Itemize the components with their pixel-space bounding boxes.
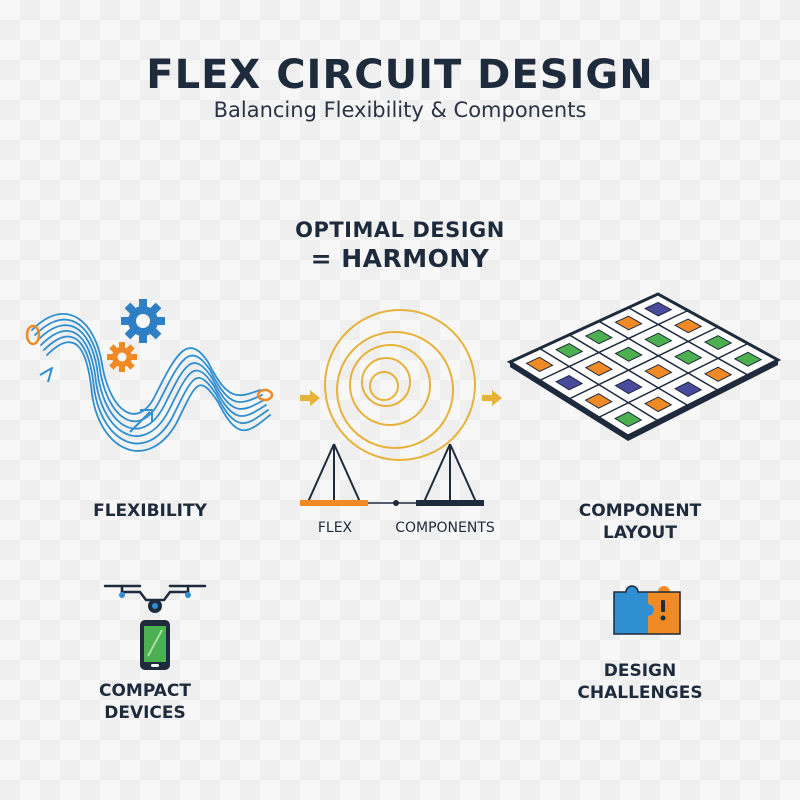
board-component-chip <box>614 411 643 428</box>
optimal-design-heading: OPTIMAL DESIGN <box>295 218 505 242</box>
board-component-chip <box>644 364 673 380</box>
board-component-chip <box>614 378 643 395</box>
board-component-chip <box>614 346 643 362</box>
board-component-chip <box>703 366 733 382</box>
board-component-chip <box>673 381 703 397</box>
smartphone-icon <box>140 620 170 670</box>
drone-icon <box>103 584 207 613</box>
board-component-chip <box>673 318 703 334</box>
arrow-right-icon <box>300 390 320 406</box>
board-component-chip <box>525 356 554 372</box>
board-component-chip <box>584 360 614 377</box>
board-component-chip <box>584 393 613 409</box>
flexibility-label: FLEXIBILITY <box>93 501 207 521</box>
gear-icon <box>121 299 165 343</box>
board-component-chip <box>733 351 763 367</box>
balance-scale-icon <box>300 443 484 506</box>
scale-flex-label: FLEX <box>317 520 353 536</box>
component-layout-label-line1: COMPONENT <box>578 501 702 521</box>
page-title: FLEX CIRCUIT DESIGN <box>146 52 654 98</box>
compact-devices-label-line2: DEVICES <box>104 703 186 723</box>
gear-icon <box>107 342 137 372</box>
board-component-chip <box>555 343 584 359</box>
circuit-board-icon <box>506 292 782 441</box>
scale-components-label: COMPONENTS <box>395 520 495 536</box>
board-component-chip <box>703 335 733 351</box>
board-component-chip <box>555 374 584 391</box>
harmony-spiral-icon <box>324 309 476 461</box>
puzzle-icon <box>613 585 681 635</box>
board-component-chip <box>644 332 673 348</box>
design-challenges-label-line2: CHALLENGES <box>577 683 703 703</box>
harmony-heading: = HARMONY <box>310 244 490 273</box>
board-component-chip <box>614 315 643 331</box>
arrow-right-icon <box>482 390 502 406</box>
board-component-chip <box>643 301 673 317</box>
board-component-chip <box>674 349 703 365</box>
board-component-chip <box>584 329 614 345</box>
component-layout-label-line2: LAYOUT <box>603 523 677 543</box>
board-component-chip <box>644 396 673 413</box>
compact-devices-label-line1: COMPACT <box>99 681 191 701</box>
design-challenges-label-line1: DESIGN <box>603 661 677 681</box>
page-subtitle: Balancing Flexibility & Components <box>213 98 587 122</box>
